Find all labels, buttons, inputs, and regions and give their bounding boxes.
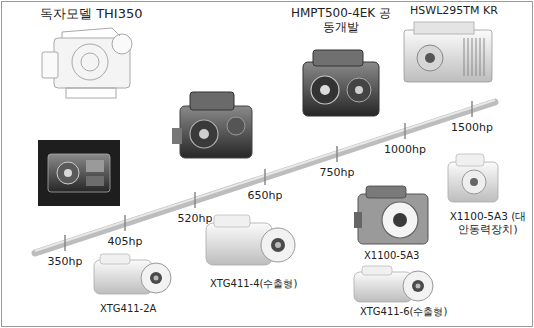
- transmission-image: [354, 186, 428, 244]
- model-label: XTG411-6(수출형): [360, 306, 447, 318]
- transmission-photo: [38, 140, 120, 206]
- model-label: X1100-5A3: [364, 250, 419, 262]
- transmission-sketch: [42, 28, 132, 98]
- transmission-image: [448, 154, 498, 202]
- hp-label: 350hp: [48, 255, 83, 268]
- hp-label: 750hp: [320, 166, 355, 179]
- model-label: 독자모델 THI350: [40, 6, 143, 22]
- model-label: HSWL295TM KR: [410, 4, 498, 17]
- transmission-image: [303, 50, 379, 116]
- model-label: XTG411-2A: [100, 303, 156, 315]
- hp-label: 1000hp: [384, 143, 426, 156]
- hp-label: 520hp: [178, 212, 213, 225]
- hp-label: 1500hp: [451, 121, 493, 134]
- model-label: X1100-5A3 (대안동력장치): [448, 210, 528, 235]
- model-label: HMPT500-4EK 공동개발: [289, 6, 393, 35]
- hp-label: 405hp: [108, 235, 143, 248]
- transmission-image: [404, 22, 492, 82]
- transmission-image: [172, 92, 252, 158]
- transmission-image: [206, 215, 295, 265]
- hp-label: 650hp: [248, 189, 283, 202]
- transmission-image: [94, 254, 171, 294]
- transmission-image: [354, 266, 433, 302]
- model-label: XTG411-4(수출형): [210, 278, 297, 290]
